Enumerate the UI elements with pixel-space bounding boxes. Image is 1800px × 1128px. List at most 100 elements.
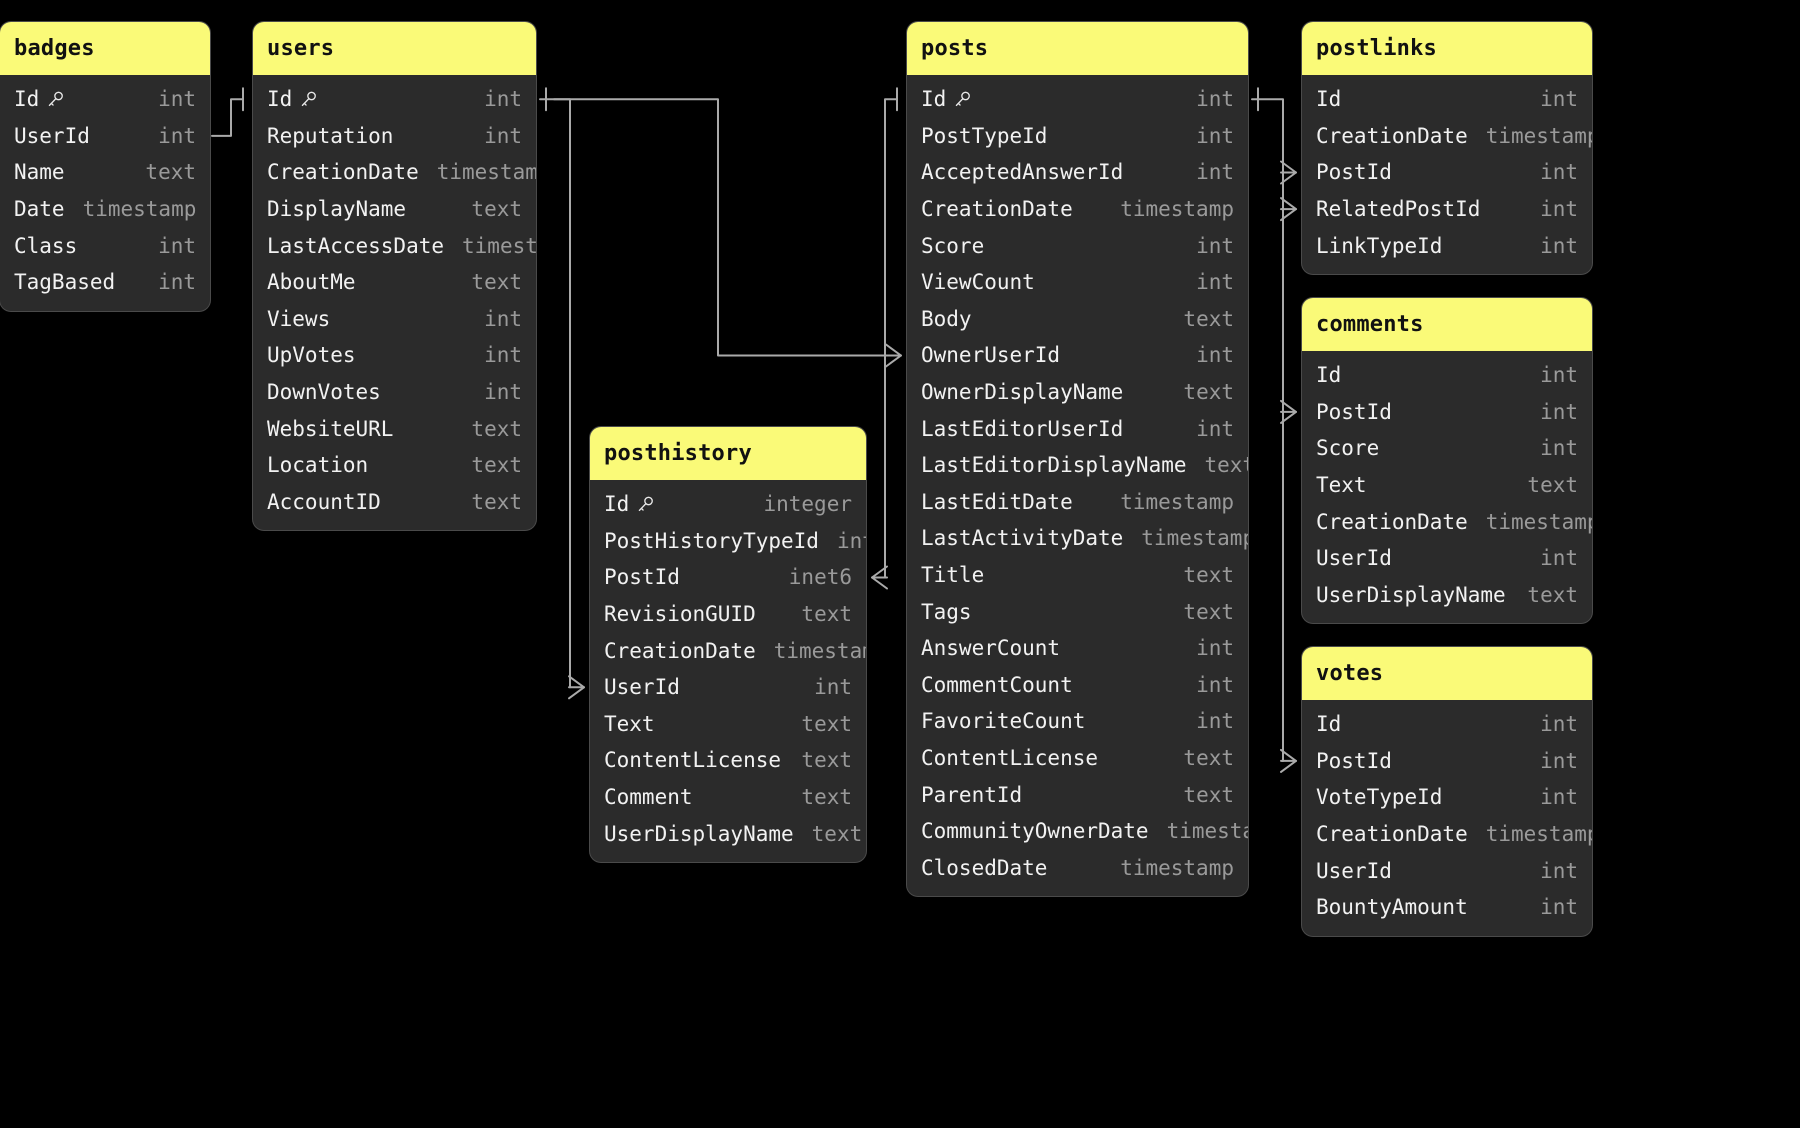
field-row[interactable]: LastEditorDisplayNametext (907, 447, 1248, 484)
table-title-badges[interactable]: badges (0, 22, 210, 75)
field-name-wrapper: TagBased (14, 270, 115, 294)
table-title-votes[interactable]: votes (1302, 647, 1592, 700)
field-row[interactable]: CommunityOwnerDatetimestamp (907, 813, 1248, 850)
field-type: int (158, 233, 196, 258)
table-title-posthistory[interactable]: posthistory (590, 427, 866, 480)
field-type: int (1540, 197, 1578, 222)
field-row[interactable]: PostHistoryTypeIdint (590, 523, 866, 560)
table-title-posts[interactable]: posts (907, 22, 1248, 75)
field-type: timestamp (1485, 509, 1592, 534)
table-title-postlinks[interactable]: postlinks (1302, 22, 1592, 75)
table-title-users[interactable]: users (253, 22, 536, 75)
field-name-wrapper: Text (1316, 473, 1367, 497)
field-name-wrapper: RevisionGUID (604, 602, 756, 626)
field-row[interactable]: CreationDate timestamp (1302, 503, 1592, 540)
field-type: int (484, 123, 522, 148)
field-name-wrapper: OwnerDisplayName (921, 380, 1123, 404)
field-type: timestamp (1120, 855, 1234, 880)
field-name-wrapper: UserId (604, 675, 680, 699)
field-name: Title (921, 563, 985, 588)
field-name: CreationDate (1316, 509, 1468, 534)
table-title-comments[interactable]: comments (1302, 298, 1592, 351)
field-type: int (1196, 709, 1234, 734)
field-name-wrapper: UserId (1316, 859, 1392, 883)
field-row[interactable]: LastAccessDatetimestamp (253, 227, 536, 264)
table-card-posthistory[interactable]: posthistoryIdintegerPostHistoryTypeIdint… (590, 427, 866, 862)
field-name: Text (604, 711, 655, 736)
field-type: int (1196, 87, 1234, 112)
field-type: timestamp (462, 233, 536, 258)
